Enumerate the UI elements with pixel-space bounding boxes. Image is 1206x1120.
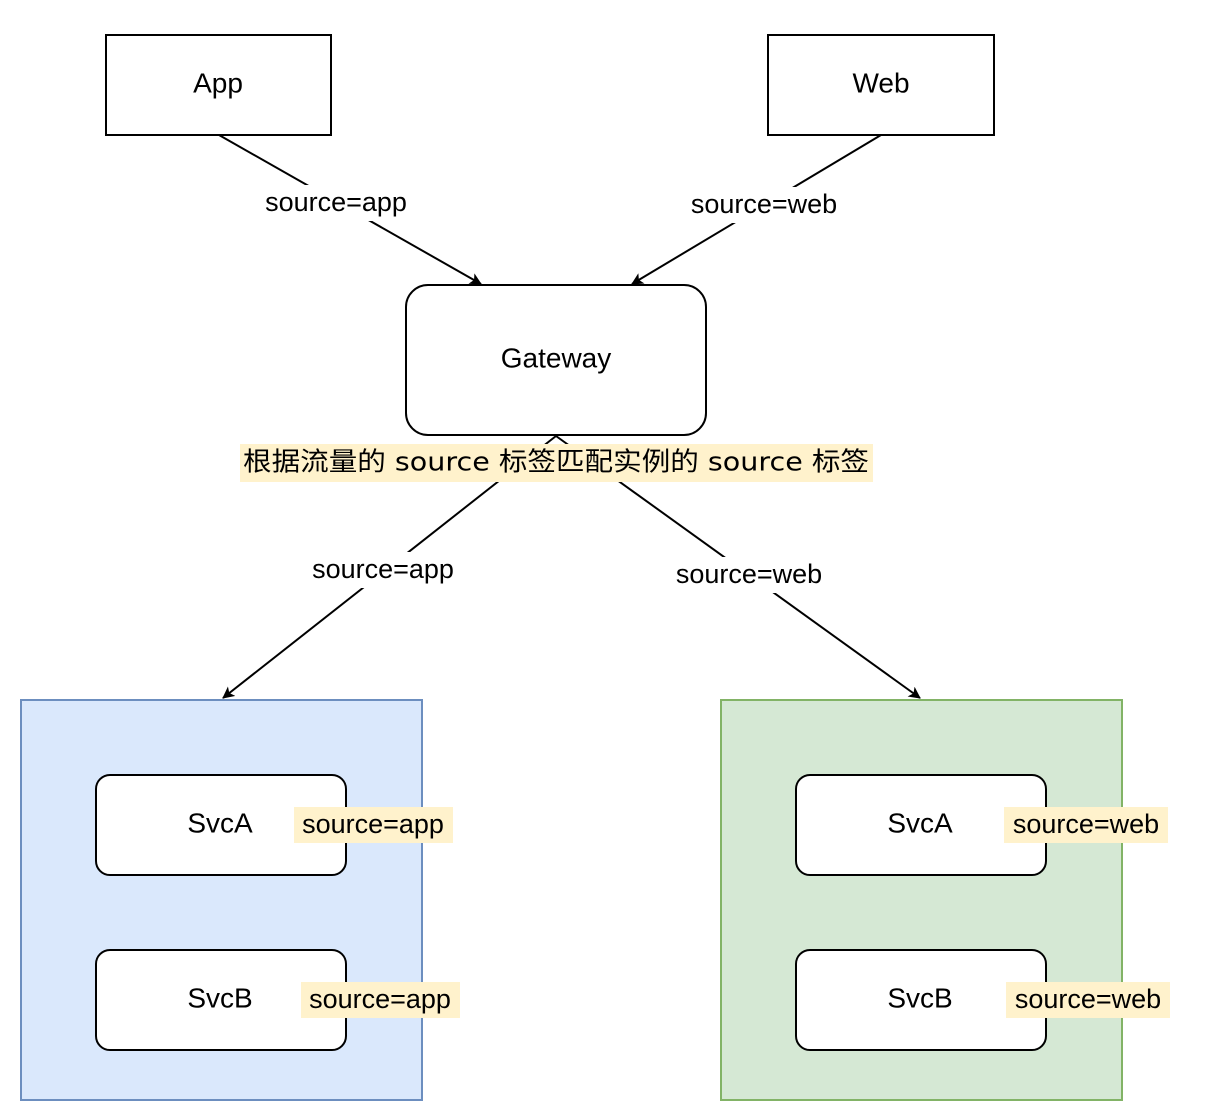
- edge-label-gateway-to-web-group: source=web: [676, 559, 822, 589]
- web-svcb-tag: source=web: [1015, 984, 1161, 1014]
- edge-label-gateway-to-app-group: source=app: [312, 554, 454, 584]
- app-svca-tag-highlight: [294, 807, 453, 843]
- app-client-box[interactable]: [105, 34, 332, 136]
- app-svca-tag: source=app: [302, 809, 444, 839]
- web-client-label: Web: [852, 67, 909, 98]
- web-svca-label: SvcA: [887, 807, 953, 838]
- web-client-box[interactable]: [767, 34, 995, 136]
- web-svca-tag-highlight: [1004, 807, 1168, 843]
- app-svca-label: SvcA: [187, 807, 253, 838]
- web-svcb-tag-highlight: [1006, 982, 1170, 1018]
- gateway-label: Gateway: [501, 342, 612, 373]
- gateway-box[interactable]: [405, 284, 707, 436]
- routing-note-highlight: [240, 444, 873, 482]
- app-client-label: App: [193, 67, 243, 98]
- routing-note: 根据流量的 source 标签匹配实例的 source 标签: [243, 448, 869, 478]
- web-svca-tag: source=web: [1013, 809, 1159, 839]
- app-svcb-tag-highlight: [301, 982, 460, 1018]
- edge-label-app-to-gateway: source=app: [265, 187, 407, 217]
- edge-label-web-to-gateway: source=web: [691, 189, 837, 219]
- app-svcb-label: SvcB: [187, 982, 252, 1013]
- web-svcb-label: SvcB: [887, 982, 952, 1013]
- app-svcb-tag: source=app: [309, 984, 451, 1014]
